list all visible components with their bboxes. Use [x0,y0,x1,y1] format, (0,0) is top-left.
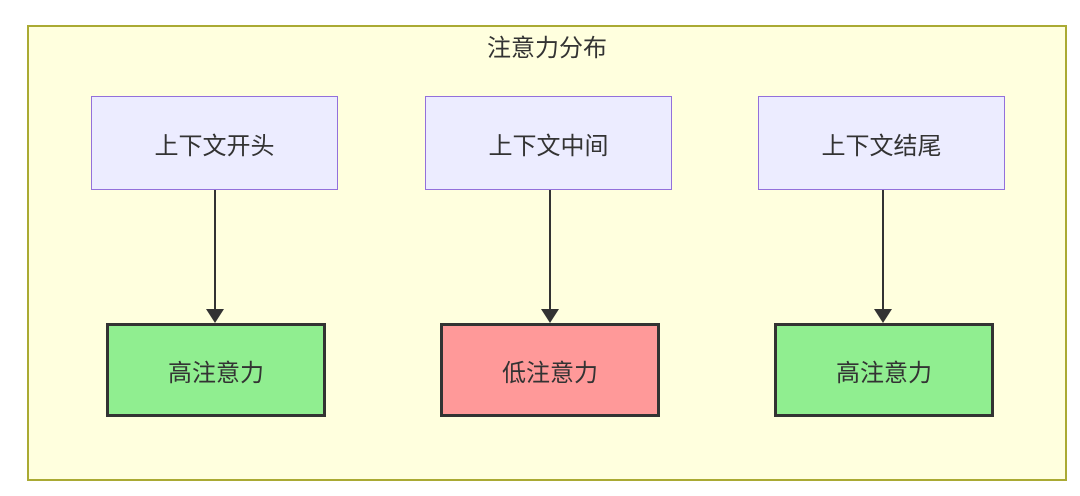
edge-end-to-high [874,190,892,323]
edge-start-to-high [206,190,224,323]
node-low-attention-label: 低注意力 [502,359,598,387]
edge-line [549,190,551,309]
node-high-attention-right-label: 高注意力 [836,359,932,387]
node-context-middle-label: 上下文中间 [488,132,609,160]
arrowhead-down-icon [206,309,224,323]
node-low-attention: 低注意力 [440,323,660,417]
arrowhead-down-icon [874,309,892,323]
diagram-title: 注意力分布 [487,35,607,62]
node-context-end-label: 上下文结尾 [821,132,942,160]
edge-middle-to-low [541,190,559,323]
node-high-attention-left: 高注意力 [106,323,326,417]
edge-line [214,190,216,309]
node-high-attention-left-label: 高注意力 [168,359,264,387]
attention-distribution-container: 注意力分布 上下文开头 高注意力 上下文中间 低注意力 上下文结尾 [27,25,1067,481]
node-context-start: 上下文开头 [91,96,338,190]
node-context-start-label: 上下文开头 [154,132,275,160]
edge-line [882,190,884,309]
arrowhead-down-icon [541,309,559,323]
node-high-attention-right: 高注意力 [774,323,994,417]
node-context-end: 上下文结尾 [758,96,1005,190]
node-context-middle: 上下文中间 [425,96,672,190]
